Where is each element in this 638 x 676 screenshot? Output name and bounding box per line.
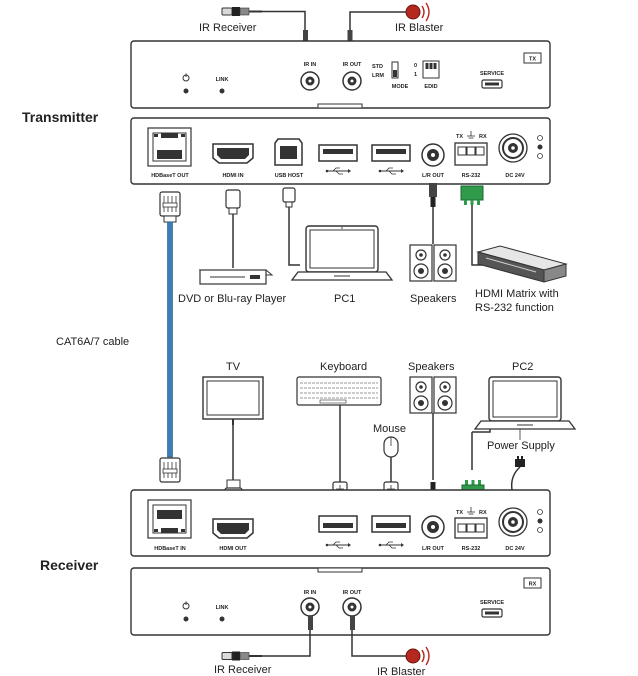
tx-ir-in-label: IR IN [304,62,317,68]
hdmi-matrix-icon [476,245,568,283]
rx-link-led [219,616,225,622]
hdmi-cable-dvd [225,189,241,268]
rx-rs232-label: RS-232 [462,546,481,552]
dvd-player-icon [198,269,274,285]
keyboard-label: Keyboard [320,361,367,373]
rx-lr-out-label: L/R OUT [422,546,445,552]
mouse-label: Mouse [373,423,406,435]
ground-icon [467,507,475,515]
power-icon [182,601,190,622]
laptop-pc1-icon [290,225,394,281]
rx-hdmi-out-label: HDMI OUT [219,546,247,552]
receiver-rear-panel: HDBaseT IN HDMI OUT L/R OUT TX [130,489,551,557]
ir-blaster-top [347,2,430,48]
rs232-connector-top [460,185,490,266]
tx-edid-0: 0 [414,63,417,69]
ir-receiver-top [221,7,308,48]
rx-rs232-tx: TX [456,510,463,516]
rx-service-label: SERVICE [480,600,504,606]
mouse-icon [383,436,399,482]
tx-hdbaset-out-label: HDBaseT OUT [151,173,189,179]
receiver-front-panel: RX LINK IR IN IR OUT SERVICE [130,567,551,636]
tx-service-label: SERVICE [480,71,504,77]
tx-lrm-label: LRM [372,73,384,79]
ir-receiver-top-label: IR Receiver [199,22,257,34]
ir-blaster-top-label: IR Blaster [395,22,444,34]
tx-link-label: LINK [216,77,229,83]
tx-ir-out-label: IR OUT [343,62,362,68]
speakers-bottom-label: Speakers [408,361,455,373]
tx-edid-1: 1 [414,72,417,78]
cat-cable-label: CAT6A/7 cable [56,336,129,348]
tx-edid-label: EDID [424,84,437,90]
pc2-label: PC2 [512,361,533,373]
rx-ir-in-label: IR IN [304,590,317,596]
usb-icon [378,541,404,549]
tx-std-label: STD [372,64,383,70]
tv-label: TV [226,361,241,373]
usb-cable-pc1 [282,187,300,266]
power-icon [182,73,190,94]
pc1-label: PC1 [334,293,355,305]
receiver-title: Receiver [40,557,99,573]
tx-rs232-rx: RX [479,134,487,140]
rx-badge: RX [529,582,537,588]
usb-icon [325,167,351,175]
transmitter-title: Transmitter [22,109,99,125]
cat-cable-top-connector [159,191,181,223]
ir-blaster-bottom [350,616,430,666]
matrix-label-line1: HDMI Matrix with [475,288,559,300]
tv-icon [202,376,264,480]
tx-rs232-tx: TX [456,134,463,140]
tx-dc-label: DC 24V [505,173,525,179]
transmitter-rear-panel: HDBaseT OUT HDMI IN USB HOST L/R OUT [130,117,551,185]
usb-icon [325,541,351,549]
usb-icon [378,167,404,175]
audio-cable-top [429,183,437,244]
transmitter-front-panel: TX LINK IR IN IR OUT STD LRM MODE 0 1 ED… [130,40,551,109]
rx-rs232-rx: RX [479,510,487,516]
cat-cable [167,221,173,458]
tx-rs232-label: RS-232 [462,173,481,179]
tx-usb-host-label: USB HOST [275,173,304,179]
rx-hdbaset-in-label: HDBaseT IN [154,546,186,552]
rx-link-label: LINK [216,605,229,611]
laptop-pc2-icon [471,376,577,470]
ir-blaster-bottom-label: IR Blaster [377,666,426,676]
speakers-top-label: Speakers [410,293,457,305]
speakers-top-icon [409,244,457,282]
dvd-label: DVD or Blu-ray Player [178,293,287,305]
tx-mode-label: MODE [392,84,409,90]
ir-receiver-bottom [221,616,313,661]
keyboard-icon [296,376,382,482]
tx-link-led [219,88,225,94]
tx-badge: TX [529,57,536,63]
ground-icon [467,131,475,139]
rx-dc-label: DC 24V [505,546,525,552]
power-supply-label: Power Supply [487,440,555,452]
ir-receiver-bottom-label: IR Receiver [214,664,272,676]
speakers-bottom-icon [409,376,457,480]
tx-hdmi-in-label: HDMI IN [222,173,243,179]
rx-ir-out-label: IR OUT [343,590,362,596]
matrix-label-line2: RS-232 function [475,302,554,314]
tx-lr-out-label: L/R OUT [422,173,445,179]
